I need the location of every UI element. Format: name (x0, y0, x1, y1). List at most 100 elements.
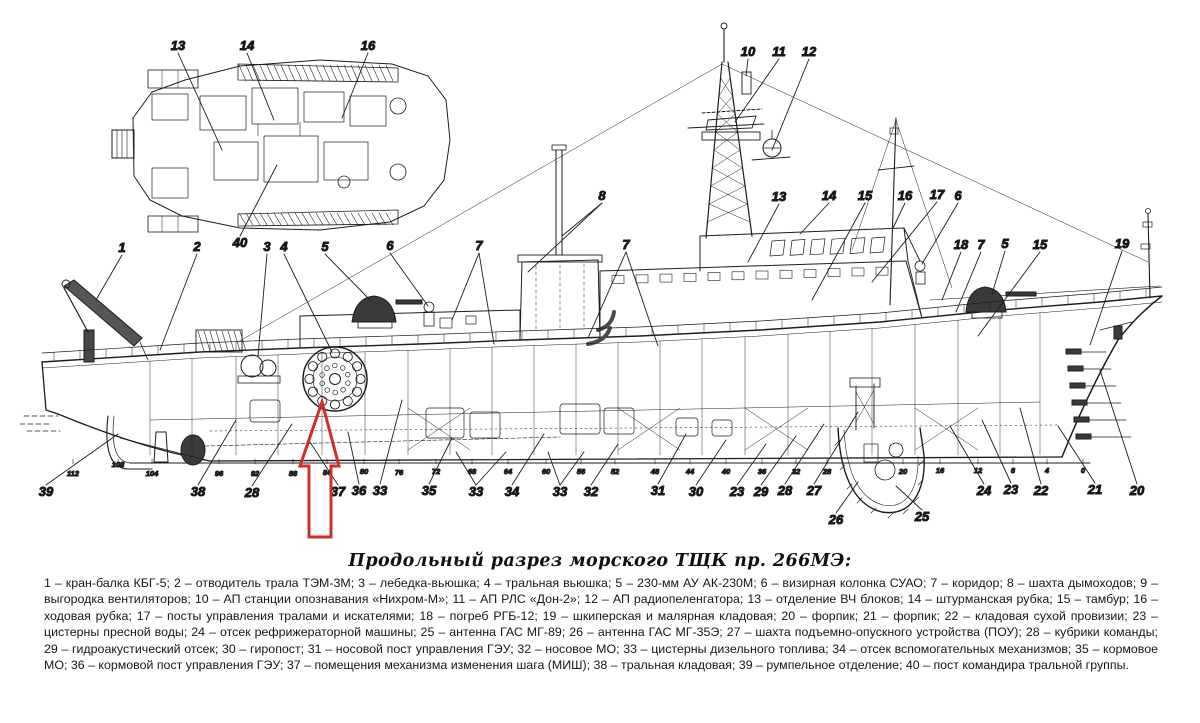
jackstaff (1140, 208, 1153, 299)
callout-19: 19 (1115, 236, 1130, 251)
callout-14: 14 (240, 38, 255, 53)
frame-number: 0 (1081, 466, 1086, 475)
radar-antenna (705, 115, 757, 131)
callout-6: 6 (954, 188, 962, 203)
callout-36: 36 (352, 483, 367, 498)
generated-detail (41, 64, 1163, 519)
frame-number: 4 (1044, 466, 1050, 475)
callout-21: 21 (1087, 482, 1102, 497)
propeller-shaft (204, 436, 561, 447)
frame-number: 60 (542, 467, 551, 476)
forward-gun-turret (965, 286, 1037, 319)
frame-number: 104 (146, 469, 159, 478)
callout-22: 22 (1033, 483, 1049, 498)
trawl-winch-drum (302, 346, 368, 412)
callout-2: 2 (192, 239, 201, 254)
propeller (180, 434, 206, 466)
deck-line (41, 295, 1163, 363)
frame-number: 20 (898, 467, 908, 476)
frame-number: 96 (215, 469, 224, 478)
aft-deckhouse (299, 309, 521, 349)
callout-18: 18 (954, 237, 969, 252)
callout-40: 40 (232, 235, 248, 250)
director-column-fwd (914, 260, 926, 285)
callout-39: 39 (39, 484, 54, 499)
callout-27: 27 (806, 483, 822, 498)
callout-31: 31 (651, 483, 665, 498)
callout-28: 28 (777, 483, 793, 498)
callout-6: 6 (386, 238, 394, 253)
frame-number: 44 (685, 467, 695, 476)
callout-35: 35 (422, 483, 437, 498)
plan-bow-fitting (111, 129, 135, 159)
rudder (153, 431, 169, 463)
stern-crane (61, 279, 149, 363)
main-deckhouse (599, 260, 923, 338)
frame-number: 12 (974, 466, 983, 475)
diagram-title: Продольный разрез морского ТЩК пр. 266МЭ… (348, 551, 852, 571)
frame-number: 108 (112, 460, 125, 469)
frame-number: 16 (936, 466, 945, 475)
callout-7: 7 (475, 238, 483, 253)
plan-view (111, 59, 451, 233)
callout-25: 25 (914, 509, 930, 524)
callout-10: 10 (741, 44, 756, 59)
callout-4: 4 (279, 239, 288, 254)
callout-33: 33 (553, 484, 568, 499)
callout-17: 17 (930, 187, 945, 202)
legend-text: 1 – кран-балка КБГ-5; 2 – отводитель тра… (44, 576, 1158, 673)
frame-number: 32 (792, 467, 801, 476)
callout-23: 23 (1003, 482, 1019, 497)
frame-number: 88 (289, 469, 298, 478)
frame-number: 36 (758, 467, 767, 476)
callout-13: 13 (772, 189, 787, 204)
callout-12: 12 (802, 44, 817, 59)
callout-29: 29 (753, 484, 769, 499)
callout-32: 32 (584, 484, 599, 499)
frame-number: 92 (251, 469, 260, 478)
callout-5: 5 (1001, 236, 1009, 251)
callout-38: 38 (191, 484, 206, 499)
callout-13: 13 (171, 38, 186, 53)
frame-number: 72 (432, 467, 441, 476)
callout-8: 8 (598, 188, 606, 203)
frame-number: 40 (721, 467, 731, 476)
frame-number: 64 (504, 467, 513, 476)
callout-15: 15 (1033, 237, 1048, 252)
cable-winch (237, 354, 281, 384)
frame-number: 68 (468, 467, 477, 476)
callout-26: 26 (828, 512, 844, 527)
callout-16: 16 (898, 188, 913, 203)
aft-gun-turret (351, 295, 423, 329)
callout-7: 7 (977, 237, 985, 252)
callout-20: 20 (1129, 483, 1145, 498)
main-mast (237, 22, 1149, 343)
frame-number: 84 (323, 468, 332, 477)
callout-14: 14 (822, 188, 837, 203)
callout-28: 28 (244, 485, 260, 500)
pou-shaft (849, 377, 881, 431)
callout-33: 33 (469, 484, 484, 499)
callout-1: 1 (118, 240, 125, 255)
callout-7: 7 (622, 237, 630, 252)
frame-number: 80 (360, 467, 369, 476)
callout-37: 37 (331, 484, 346, 499)
frame-number: 52 (611, 467, 620, 476)
callout-23: 23 (729, 484, 745, 499)
callout-3: 3 (263, 239, 271, 254)
frame-number: 28 (822, 467, 832, 476)
callout-33: 33 (373, 483, 388, 498)
frame-number: 76 (395, 468, 404, 477)
red-pointer-arrow (297, 396, 341, 539)
director-column-aft (423, 301, 435, 327)
frame-number: 112 (67, 469, 80, 478)
callout-15: 15 (858, 188, 873, 203)
callout-24: 24 (976, 483, 992, 498)
anchor (1113, 325, 1123, 340)
frame-number: 8 (1011, 466, 1016, 475)
bow-stem (1061, 295, 1163, 458)
frame-number: 48 (650, 467, 660, 476)
